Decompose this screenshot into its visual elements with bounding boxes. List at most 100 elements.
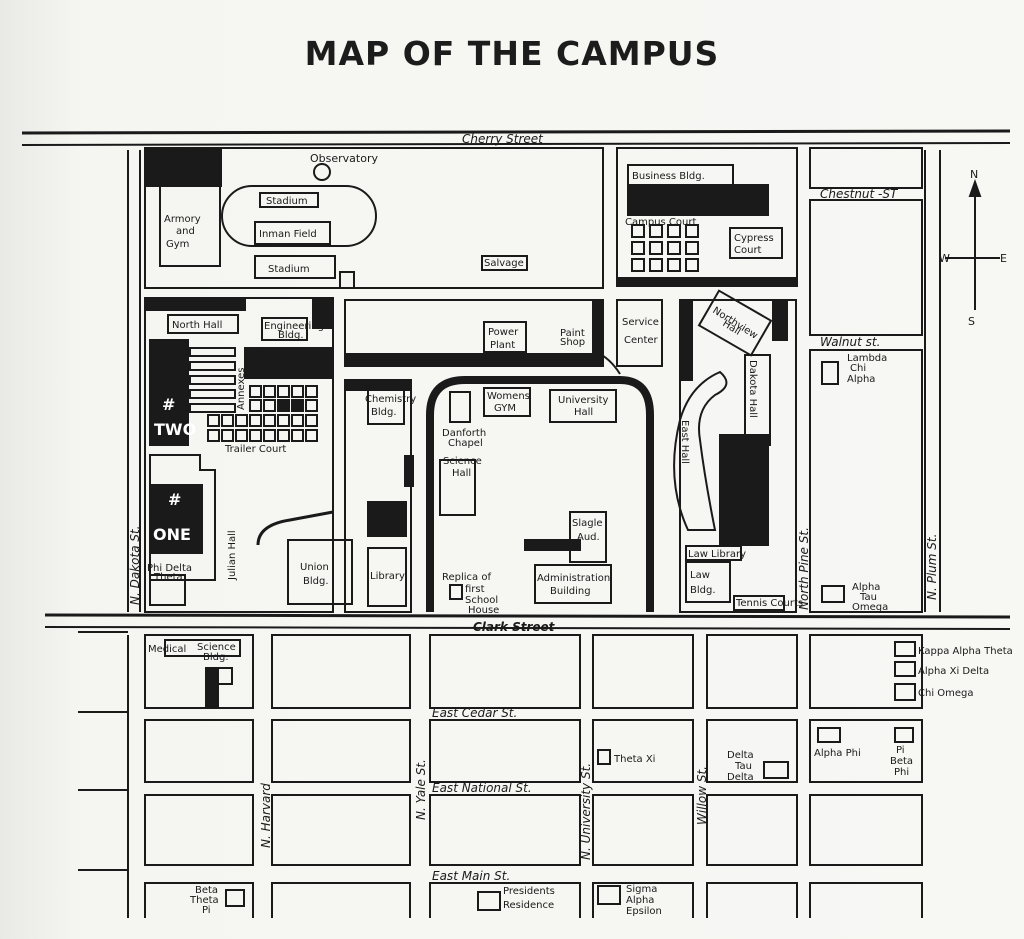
sgrid-13 <box>144 794 254 866</box>
service-road <box>595 351 621 375</box>
law-bldg-label-2: Bldg. <box>690 585 716 596</box>
compass <box>945 179 1000 310</box>
science-hall <box>439 459 476 516</box>
sgrid-22 <box>592 882 694 918</box>
willow-label: Willow St. <box>695 766 709 825</box>
east-hall-curve <box>673 370 728 531</box>
alpha-phi-house <box>817 727 841 743</box>
center-roads <box>287 299 663 613</box>
delta-tau-label-2: Tau <box>734 761 752 772</box>
compass-s: S <box>968 315 975 328</box>
engineering-box <box>261 317 308 341</box>
n-dakota-label: N. Dakota St. <box>128 526 142 606</box>
medical-dark <box>205 667 219 707</box>
northview-hall <box>697 289 773 357</box>
cypress-court <box>729 227 783 259</box>
science-bldg-label-1: Science <box>197 642 236 653</box>
admin-bldg <box>534 564 612 604</box>
delta-tau-label-3: Delta <box>727 772 754 783</box>
medical-label: Medical <box>148 644 186 655</box>
armory-label-2: and <box>176 226 195 237</box>
east-block-1 <box>809 147 923 189</box>
lambda-label-2: Chi <box>850 363 866 374</box>
womens-gym <box>483 387 531 417</box>
east-dark-left <box>679 299 693 381</box>
service-center-box <box>616 299 663 367</box>
stadium-oval <box>221 185 377 247</box>
n-harvard-label: N. Harvard <box>259 783 273 848</box>
compass-arrow <box>968 179 982 197</box>
observatory-label: Observatory <box>310 152 378 165</box>
east-national-label: East National St. <box>432 781 532 795</box>
sgrid-15 <box>429 794 581 866</box>
cherry-street-line-2 <box>21 142 1011 146</box>
business-block <box>616 147 798 287</box>
library-label: Library <box>370 571 405 582</box>
armory-label-3: Gym <box>166 239 189 250</box>
inman-field-label: Inman Field <box>259 229 317 240</box>
delta-tau-label-1: Delta <box>727 750 754 761</box>
stadium-top-label: Stadium <box>266 196 308 207</box>
lambda-label-1: Lambda <box>847 353 887 364</box>
clark-street-line <box>44 613 1011 619</box>
north-block <box>144 147 604 289</box>
kappa-label: Kappa Alpha Theta <box>918 646 1013 657</box>
chem-dark <box>344 379 412 391</box>
chi-omega-house <box>894 683 916 701</box>
map-title: MAP OF THE CAMPUS <box>304 34 720 73</box>
sigma-alpha-house <box>597 885 621 905</box>
theta-xi-house <box>597 749 611 765</box>
sgrid-5 <box>706 634 798 709</box>
alpha-tau-label-1: Alpha <box>852 582 880 593</box>
pi-beta-label-2: Beta <box>890 756 913 767</box>
west-dark-top <box>144 297 246 311</box>
business-dark <box>627 184 769 216</box>
phi-delta-house <box>149 574 186 606</box>
compass-w: W <box>939 252 950 265</box>
replica-house <box>449 584 463 600</box>
engineering-dark <box>312 297 334 329</box>
alpha-xi-label: Alpha Xi Delta <box>918 666 989 677</box>
delta-tau-house <box>763 761 789 779</box>
east-campus <box>673 289 797 613</box>
trailer-court-label: Trailer Court <box>224 444 286 455</box>
chem-dark-2 <box>404 455 414 487</box>
admin-label-1: Administration <box>537 573 610 584</box>
north-gate <box>339 271 355 289</box>
sgrid-8 <box>271 719 411 783</box>
sgrid-24 <box>809 882 923 918</box>
east-blocks <box>809 147 923 613</box>
sgrid-21 <box>429 882 581 918</box>
beta-theta-house <box>225 889 245 907</box>
sgrid-18 <box>809 794 923 866</box>
clark-street-label: Clark Street <box>473 620 556 634</box>
sgrid-7 <box>144 719 254 783</box>
armory-dark-block <box>144 147 222 187</box>
road-dark <box>344 353 604 367</box>
road-dark-v <box>592 299 604 355</box>
north-hall-box <box>167 314 239 334</box>
east-main-label: East Main St. <box>432 869 510 883</box>
law-library-label: Law Library <box>688 549 746 560</box>
sgrid-23 <box>706 882 798 918</box>
danforth-label-2: Chapel <box>448 438 483 449</box>
compass-n: N <box>970 168 978 181</box>
university-hall <box>549 389 617 423</box>
armory-label-1: Armory <box>164 214 201 225</box>
engineering-label-1: Engineering <box>264 321 324 332</box>
armory-building <box>159 185 221 267</box>
stadium-bottom-label: Stadium <box>268 264 310 275</box>
union-label-1: Union <box>300 562 329 573</box>
paint-shop-label-2: Shop <box>560 337 585 348</box>
sigma-label-2: Alpha <box>626 895 654 906</box>
sgrid-2 <box>271 634 411 709</box>
alpha-phi-label: Alpha Phi <box>814 748 861 759</box>
chi-omega-label: Chi Omega <box>918 688 974 699</box>
union-label-2: Bldg. <box>303 576 329 587</box>
replica-label-2: first <box>465 584 485 595</box>
n-university-label: N. University St. <box>579 763 593 860</box>
sgrid-14 <box>271 794 411 866</box>
n-plum-label: N. Plum St. <box>925 534 939 600</box>
library-dark <box>367 501 407 537</box>
